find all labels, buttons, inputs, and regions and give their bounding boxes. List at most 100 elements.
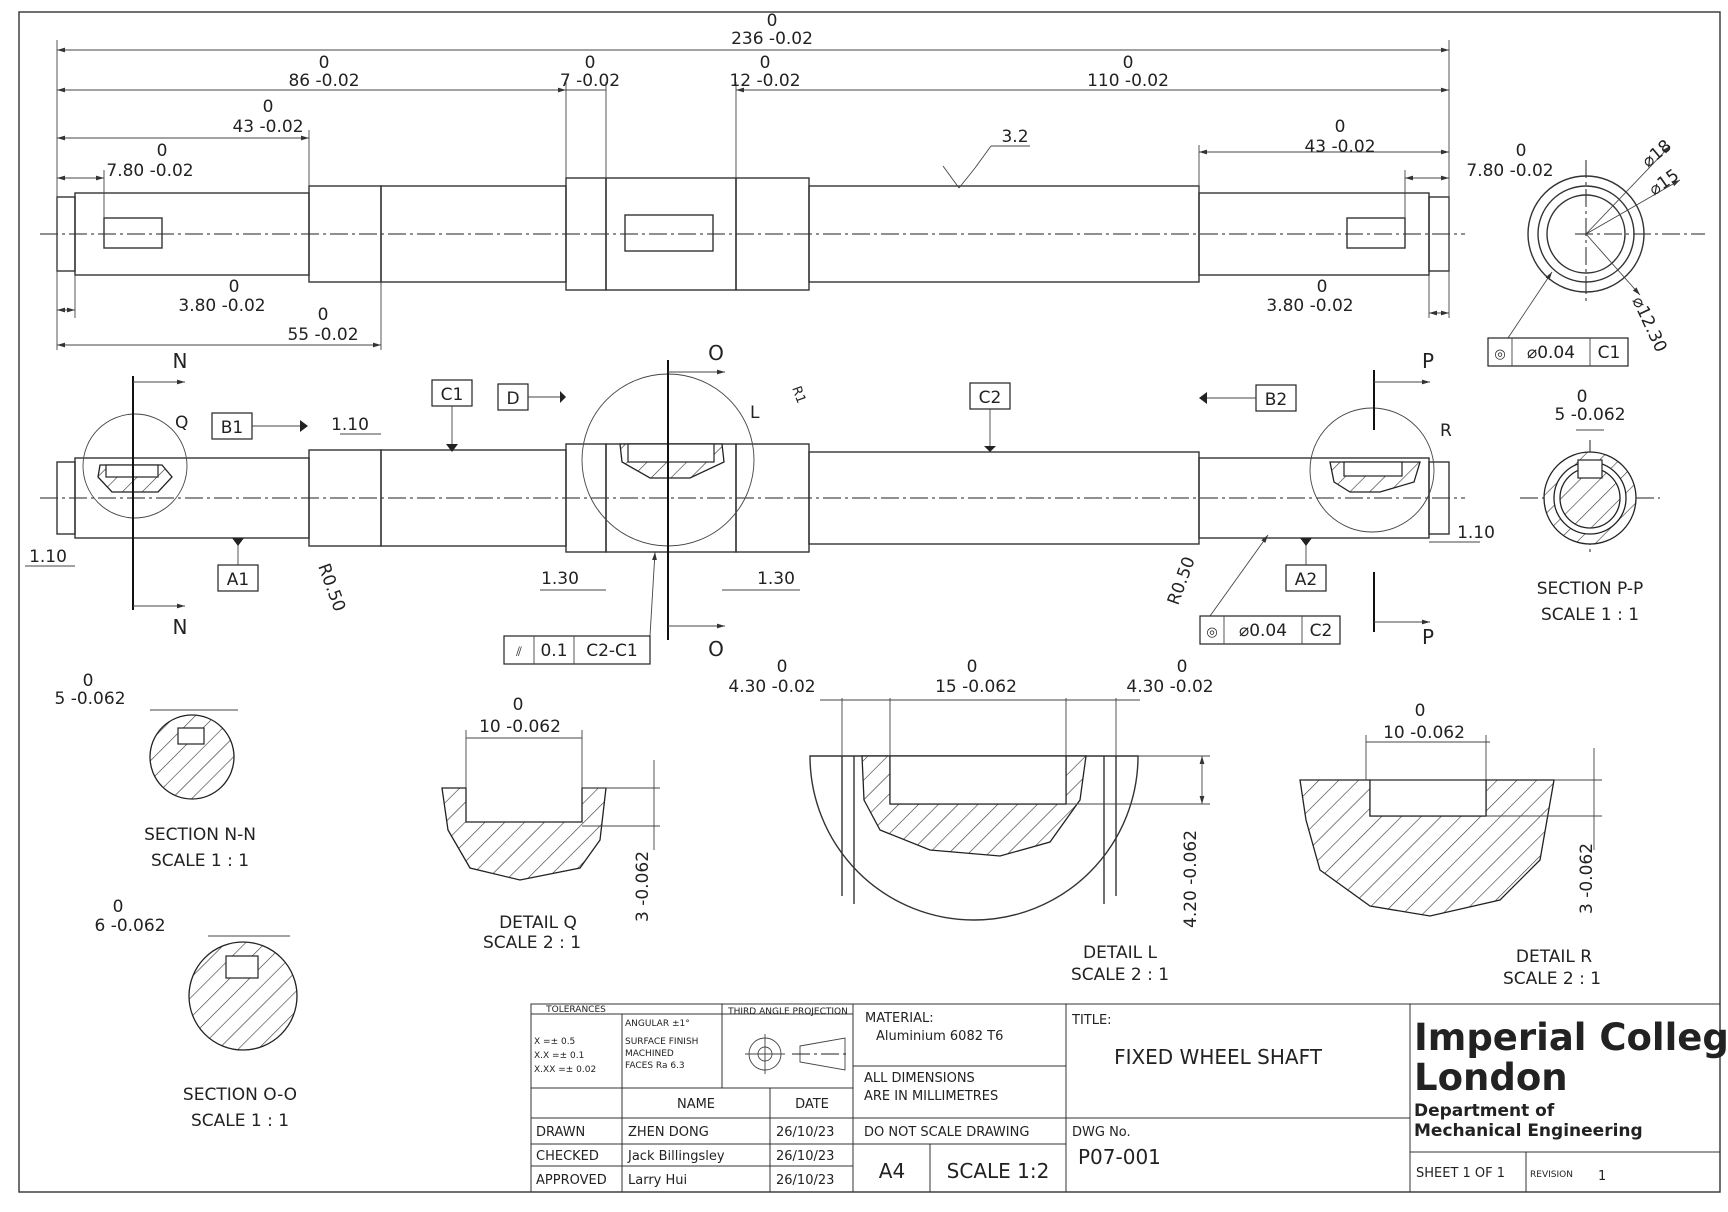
dim-7: 7 -0.02 — [560, 71, 620, 91]
shaft-front-view — [40, 360, 1465, 640]
oo-dim: 6 -0.062 — [94, 916, 165, 936]
q-title: DETAIL Q — [499, 913, 577, 933]
concentricity-symbol: ◎ — [1494, 347, 1505, 362]
radius-050-right: R0.50 — [1164, 554, 1200, 608]
runout-ref: C2-C1 — [586, 641, 638, 661]
zero-label: 0 — [1516, 141, 1527, 161]
dim-43-left: 43 -0.02 — [232, 117, 303, 137]
surface-finish-1: SURFACE FINISH — [625, 1037, 698, 1047]
projection-label: THIRD ANGLE PROJECTION — [727, 1007, 848, 1017]
dim-43-right: 43 -0.02 — [1304, 137, 1375, 157]
detail-r: 0 10 -0.062 3 -0.062 DETAIL R SCALE 2 : … — [1299, 701, 1602, 989]
pp-scale: SCALE 1 : 1 — [1541, 605, 1639, 625]
zero-label: 0 — [83, 671, 94, 691]
dia1230-dim: ⌀12.30 — [1627, 294, 1670, 356]
zero-label: 0 — [318, 305, 329, 325]
datum-b2: B2 — [1265, 390, 1287, 410]
drawn-name: ZHEN DONG — [628, 1125, 709, 1140]
l-dim-mid: 15 -0.062 — [935, 677, 1017, 697]
l-scale: SCALE 2 : 1 — [1071, 965, 1169, 985]
top-dimension-texts: 0 236 -0.02 0 86 -0.02 0 7 -0.02 0 12 -0… — [106, 11, 1553, 345]
units-1: ALL DIMENSIONS — [864, 1071, 975, 1086]
revision-heading: REVISION — [1530, 1170, 1573, 1180]
revision-value: 1 — [1598, 1169, 1606, 1184]
oo-title: SECTION O-O — [183, 1085, 297, 1105]
date-heading: DATE — [795, 1097, 829, 1112]
zero-label: 0 — [157, 141, 168, 161]
checked-name: Jack Billingsley — [627, 1149, 725, 1164]
label-o-bottom: O — [708, 637, 724, 661]
surface-finish-3: FACES Ra 6.3 — [625, 1061, 685, 1071]
l-depth: 4.20 -0.062 — [1181, 830, 1201, 928]
dim-130-a: 1.30 — [541, 569, 579, 589]
zero-label: 0 — [319, 53, 330, 73]
dim-780-right: 7.80 -0.02 — [1466, 161, 1553, 181]
zero-label: 0 — [1177, 657, 1188, 677]
zero-label: 0 — [760, 53, 771, 73]
title-heading: TITLE: — [1071, 1013, 1112, 1028]
detail-l: 0 4.30 -0.02 0 15 -0.062 0 4.30 -0.02 4.… — [728, 657, 1213, 985]
r-scale: SCALE 2 : 1 — [1503, 969, 1601, 989]
shaft-top-view — [40, 145, 1465, 291]
runout-symbol: ⫽ — [515, 645, 522, 660]
section-nn: 0 5 -0.062 SECTION N-N SCALE 1 : 1 — [54, 671, 255, 871]
zero-label: 0 — [967, 657, 978, 677]
dim-380-right: 3.80 -0.02 — [1266, 296, 1353, 316]
datum-a2: A2 — [1295, 570, 1317, 590]
tol-xx: X.X =± 0.1 — [534, 1051, 584, 1061]
drawing-number: P07-001 — [1078, 1145, 1161, 1169]
dim-380-left: 3.80 -0.02 — [178, 296, 265, 316]
title-block: TOLERANCES X =± 0.5 X.X =± 0.1 X.XX =± 0… — [530, 1003, 1728, 1193]
dim-130-b: 1.30 — [757, 569, 795, 589]
label-o-top: O — [708, 341, 724, 365]
department-line-2: Mechanical Engineering — [1414, 1121, 1643, 1141]
label-q: Q — [175, 413, 188, 433]
datum-c2: C2 — [979, 388, 1002, 408]
drawn-date: 26/10/23 — [776, 1125, 834, 1140]
front-view-labels: N N O O P P Q L R — [173, 341, 1452, 661]
zero-label: 0 — [263, 97, 274, 117]
conc1-tol: ⌀0.04 — [1527, 343, 1575, 363]
nn-scale: SCALE 1 : 1 — [151, 851, 249, 871]
approved-name: Larry Hui — [628, 1173, 687, 1188]
dwg-heading: DWG No. — [1072, 1125, 1131, 1140]
radius-1: R1 — [788, 384, 808, 405]
logo-london: London — [1414, 1056, 1568, 1099]
conc1-ref: C1 — [1598, 343, 1621, 363]
no-scale-note: DO NOT SCALE DRAWING — [864, 1125, 1029, 1140]
dim-780-left: 7.80 -0.02 — [106, 161, 193, 181]
zero-label: 0 — [1317, 277, 1328, 297]
dim-55: 55 -0.02 — [287, 325, 358, 345]
dim-110-a: 1.10 — [331, 415, 369, 435]
zero-label: 0 — [585, 53, 596, 73]
units-2: ARE IN MILLIMETRES — [864, 1089, 998, 1104]
datum-boxes: B1 C1 D C2 B2 A1 A2 — [211, 379, 1327, 592]
drawn-heading: DRAWN — [536, 1125, 585, 1140]
q-depth: 3 -0.062 — [633, 851, 653, 922]
runout-tol: 0.1 — [540, 641, 567, 661]
datum-c1: C1 — [441, 385, 464, 405]
logo-imperial: Imperial College — [1414, 1016, 1728, 1059]
zero-label: 0 — [1415, 701, 1426, 721]
tol-xxx: X.XX =± 0.02 — [534, 1065, 596, 1075]
checked-heading: CHECKED — [536, 1149, 599, 1164]
dim-86: 86 -0.02 — [288, 71, 359, 91]
department-line-1: Department of — [1414, 1101, 1555, 1121]
datum-a1: A1 — [227, 570, 249, 590]
r-depth: 3 -0.062 — [1577, 843, 1597, 914]
conc2-tol: ⌀0.04 — [1239, 621, 1287, 641]
zero-label: 0 — [1123, 53, 1134, 73]
end-view: ⌀18 ⌀15 ⌀12.30 ◎ ⌀0.04 C1 — [1487, 136, 1705, 367]
conc2-ref: C2 — [1310, 621, 1333, 641]
surface-finish-2: MACHINED — [625, 1049, 674, 1059]
overall-length-dim: 236 -0.02 — [731, 29, 813, 49]
dim-110: 110 -0.02 — [1087, 71, 1169, 91]
label-r: R — [1440, 421, 1452, 441]
zero-label: 0 — [229, 277, 240, 297]
tolerances-heading: TOLERANCES — [545, 1005, 606, 1015]
q-dim: 10 -0.062 — [479, 717, 561, 737]
approved-heading: APPROVED — [536, 1173, 607, 1188]
radius-050-left: R0.50 — [313, 561, 349, 615]
material-value: Aluminium 6082 T6 — [876, 1029, 1003, 1044]
